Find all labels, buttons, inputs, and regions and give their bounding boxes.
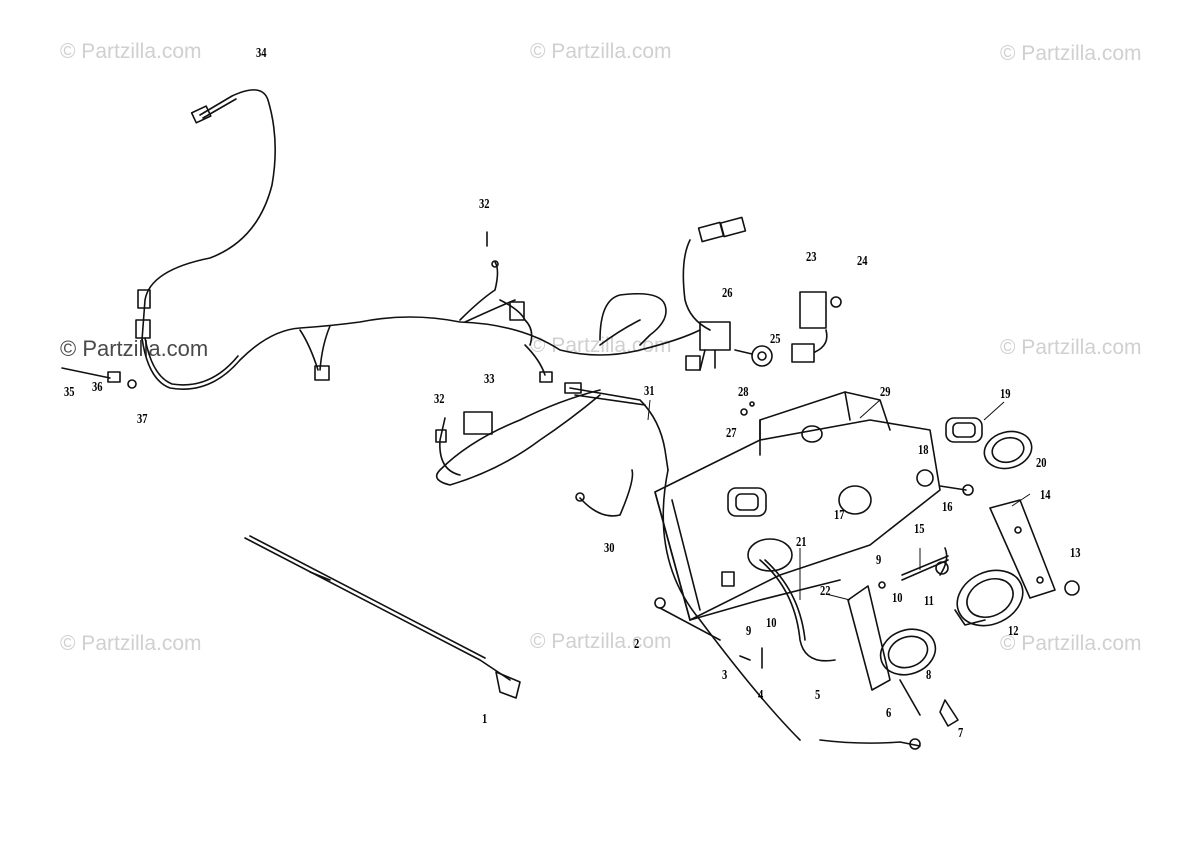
- callout-14: 14: [1040, 488, 1051, 503]
- callout-26: 26: [722, 286, 733, 301]
- part-20: [983, 430, 1033, 470]
- callout-20: 20: [1036, 456, 1047, 471]
- callout-28: 28: [738, 385, 749, 400]
- callout-21: 21: [796, 535, 807, 550]
- callout-22: 22: [820, 584, 831, 599]
- connector-34-end: [190, 105, 212, 124]
- part-23: [799, 291, 827, 329]
- callout-37: 37: [137, 412, 148, 427]
- watermark: © Partzilla.com: [1000, 42, 1142, 65]
- callout-29: 29: [880, 385, 891, 400]
- cable-1: [244, 537, 511, 681]
- callout-6: 6: [886, 706, 892, 721]
- callout-9: 9: [876, 553, 882, 568]
- part-37: [127, 379, 137, 389]
- callout-18: 18: [918, 443, 929, 458]
- part-7: [939, 699, 959, 727]
- callout-23: 23: [806, 250, 817, 265]
- callout-16: 16: [942, 500, 953, 515]
- callout-7: 7: [958, 726, 964, 741]
- callout-32: 32: [479, 197, 490, 212]
- callout-31: 31: [644, 384, 655, 399]
- part-19: [945, 417, 983, 443]
- callout-5: 5: [815, 688, 821, 703]
- watermark: © Partzilla.com: [1000, 632, 1142, 655]
- callout-32-lower: 32: [434, 392, 445, 407]
- part-24: [830, 296, 842, 308]
- callout-1: 1: [482, 712, 488, 727]
- callout-2: 2: [634, 637, 640, 652]
- connector-center: [314, 365, 330, 381]
- part-17: [838, 485, 872, 515]
- cable-5: [759, 559, 836, 662]
- callout-12: 12: [1008, 624, 1019, 639]
- watermark: © Partzilla.com: [60, 632, 202, 655]
- callout-15: 15: [914, 522, 925, 537]
- part-13: [1064, 580, 1080, 596]
- harness-26: [599, 292, 667, 346]
- main-harness: [141, 316, 701, 390]
- gauge-8: [879, 628, 937, 676]
- callout-36: 36: [92, 380, 103, 395]
- callout-24: 24: [857, 254, 868, 269]
- callout-33: 33: [484, 372, 495, 387]
- callout-13: 13: [1070, 546, 1081, 561]
- callout-11: 11: [924, 594, 934, 609]
- console-housing: [654, 419, 941, 621]
- callout-30: 30: [604, 541, 615, 556]
- gauge-opening-left: [727, 487, 767, 517]
- callout-17: 17: [834, 508, 845, 523]
- callout-10-lower: 10: [766, 616, 777, 631]
- callout-27: 27: [726, 426, 737, 441]
- callout-9-lower: 9: [746, 624, 752, 639]
- harness-34: [141, 89, 276, 341]
- plate-14: [989, 499, 1056, 599]
- watermark: © Partzilla.com: [1000, 336, 1142, 359]
- part-2: [654, 597, 666, 609]
- part-36: [107, 371, 121, 383]
- part-30: [579, 469, 634, 517]
- connector-34-mid: [137, 289, 151, 309]
- harness-lower-branch: [435, 389, 601, 486]
- watermark: © Partzilla.com: [60, 336, 209, 361]
- watermark: © Partzilla.com: [60, 40, 202, 63]
- callout-4: 4: [758, 688, 764, 703]
- callout-35: 35: [64, 385, 75, 400]
- part-18: [916, 469, 934, 487]
- gauge-12: [956, 569, 1024, 627]
- part-16: [962, 484, 974, 496]
- callout-3: 3: [722, 668, 728, 683]
- part-35: [61, 367, 111, 379]
- callout-8: 8: [926, 668, 932, 683]
- watermark: © Partzilla.com: [530, 630, 672, 653]
- plate-6: [847, 585, 891, 691]
- part-25: [751, 345, 773, 367]
- callout-19: 19: [1000, 387, 1011, 402]
- callout-10: 10: [892, 591, 903, 606]
- watermark: © Partzilla.com: [530, 40, 672, 63]
- part-33-relay: [463, 411, 493, 435]
- callout-25: 25: [770, 332, 781, 347]
- callout-34: 34: [256, 46, 267, 61]
